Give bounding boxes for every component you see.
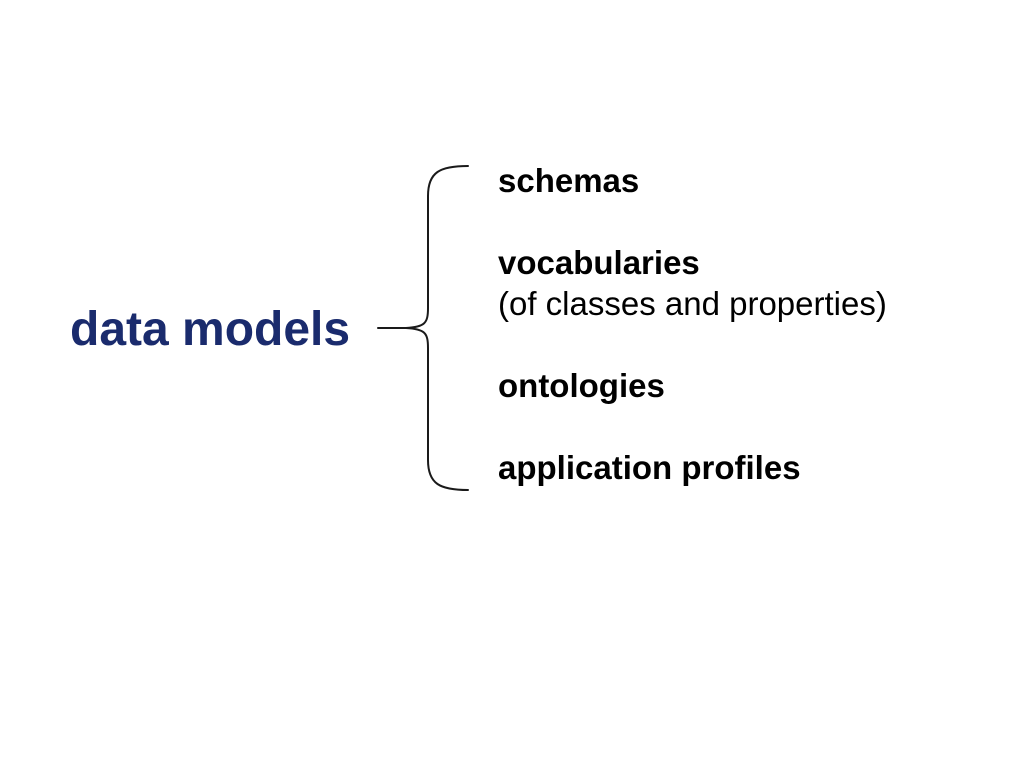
- list-item-schemas: schemas: [498, 162, 640, 199]
- line-spacer: [498, 201, 887, 242]
- list-item-vocabularies-subtext: (of classes and properties): [498, 285, 887, 322]
- line-spacer: [498, 324, 887, 365]
- curly-brace-path: [377, 165, 469, 491]
- list-item-vocabularies: vocabularies: [498, 244, 700, 281]
- curly-brace: [377, 165, 469, 491]
- list-item-ontologies: ontologies: [498, 367, 665, 404]
- diagram-title: data models: [70, 303, 351, 356]
- line-spacer: [498, 406, 887, 447]
- items-list: schemas vocabularies (of classes and pro…: [498, 160, 887, 488]
- list-item-application-profiles: application profiles: [498, 449, 801, 486]
